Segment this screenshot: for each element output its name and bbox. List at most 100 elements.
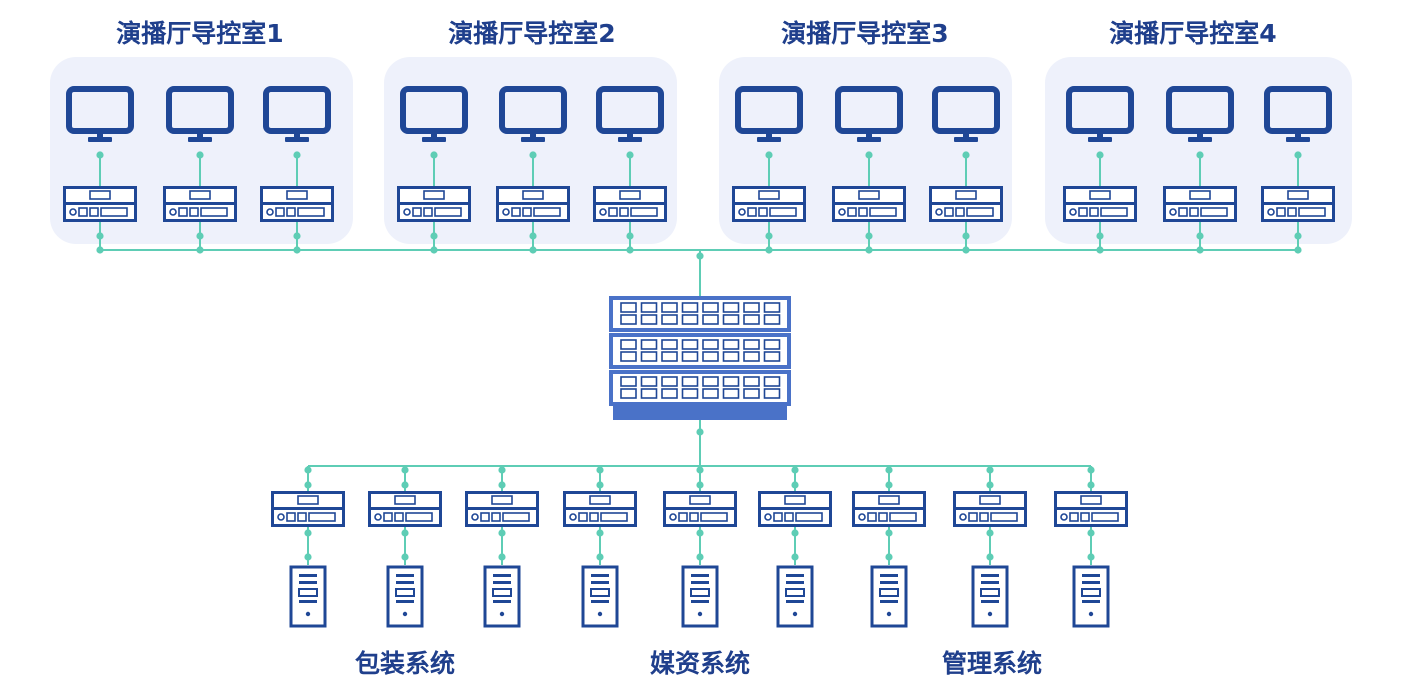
connector-dot <box>401 553 409 561</box>
monitor-icon <box>1166 86 1234 142</box>
connector-dot <box>791 481 799 489</box>
encoder-box-icon <box>593 186 667 222</box>
group-label-management: 管理系统 <box>942 649 1042 678</box>
connector-dot <box>196 232 204 240</box>
connector-dot <box>196 151 204 159</box>
server-tower-icon <box>386 565 424 628</box>
connector-dot <box>401 529 409 537</box>
encoder-box-icon <box>63 186 137 222</box>
connector-dot <box>962 151 970 159</box>
connector-dot <box>529 232 537 240</box>
connector-dot <box>293 151 301 159</box>
connector-dot <box>401 466 409 474</box>
connector-dot <box>1196 232 1204 240</box>
encoder-box-icon <box>271 491 345 527</box>
monitor-icon <box>166 86 234 142</box>
connector-dot <box>885 466 893 474</box>
group-label-packaging: 包装系统 <box>355 649 455 678</box>
connector-dot <box>626 151 634 159</box>
switch-rack-icon <box>609 296 791 420</box>
connector-dot <box>962 246 970 254</box>
encoder-box-icon <box>1261 186 1335 222</box>
connector-dot <box>430 232 438 240</box>
devices <box>63 86 1335 628</box>
connector-dot <box>865 246 873 254</box>
encoder-box-icon <box>1054 491 1128 527</box>
connector-dot <box>696 481 704 489</box>
connector-dot <box>1294 151 1302 159</box>
connector-dot <box>596 466 604 474</box>
monitor-icon <box>1066 86 1134 142</box>
room-title-1: 演播厅导控室1 <box>116 19 283 48</box>
connector-dot <box>1087 529 1095 537</box>
connector-dot <box>1196 246 1204 254</box>
connector-dot <box>696 529 704 537</box>
connector-dot <box>1196 151 1204 159</box>
connector-dot <box>304 553 312 561</box>
monitor-icon <box>263 86 331 142</box>
connector-dot <box>626 246 634 254</box>
connector-dot <box>986 466 994 474</box>
server-tower-icon <box>870 565 908 628</box>
connector-dot <box>96 232 104 240</box>
monitor-icon <box>66 86 134 142</box>
encoder-box-icon <box>953 491 1027 527</box>
connector-dot <box>885 529 893 537</box>
server-tower-icon <box>483 565 521 628</box>
monitor-icon <box>835 86 903 142</box>
monitor-icon <box>932 86 1000 142</box>
encoder-box-icon <box>465 491 539 527</box>
monitor-icon <box>1264 86 1332 142</box>
connector-dot <box>293 246 301 254</box>
connector-dot <box>885 553 893 561</box>
connector-dot <box>596 553 604 561</box>
connector-dot <box>293 232 301 240</box>
connector-dot <box>885 481 893 489</box>
encoder-box-icon <box>1063 186 1137 222</box>
connection-dots <box>96 151 1302 561</box>
connector-dot <box>1096 246 1104 254</box>
encoder-box-icon <box>832 186 906 222</box>
connector-dot <box>765 232 773 240</box>
connector-dot <box>696 553 704 561</box>
connector-dot <box>865 232 873 240</box>
connector-dot <box>498 466 506 474</box>
connector-dot <box>986 529 994 537</box>
connector-dot <box>304 481 312 489</box>
connector-dot <box>1096 151 1104 159</box>
connector-dot <box>765 246 773 254</box>
connector-dot <box>1096 232 1104 240</box>
encoder-box-icon <box>368 491 442 527</box>
connector-dot <box>696 466 704 474</box>
connector-dot <box>596 481 604 489</box>
group-label-media-assets: 媒资系统 <box>650 649 750 678</box>
encoder-box-icon <box>260 186 334 222</box>
connector-dot <box>986 553 994 561</box>
encoder-box-icon <box>397 186 471 222</box>
connector-dot <box>791 529 799 537</box>
monitor-icon <box>499 86 567 142</box>
connector-dot <box>865 151 873 159</box>
connector-dot <box>304 529 312 537</box>
connector-dot <box>696 428 704 436</box>
connector-dot <box>1087 481 1095 489</box>
connector-dot <box>596 529 604 537</box>
connector-dot <box>765 151 773 159</box>
connector-dot <box>498 529 506 537</box>
connector-dot <box>529 246 537 254</box>
room-title-2: 演播厅导控室2 <box>448 19 615 48</box>
connector-dot <box>791 466 799 474</box>
connector-dot <box>962 232 970 240</box>
connector-dot <box>96 151 104 159</box>
encoder-box-icon <box>929 186 1003 222</box>
room-title-4: 演播厅导控室4 <box>1109 19 1276 48</box>
encoder-box-icon <box>852 491 926 527</box>
room-title-3: 演播厅导控室3 <box>781 19 948 48</box>
encoder-box-icon <box>163 186 237 222</box>
connector-dot <box>626 232 634 240</box>
server-tower-icon <box>776 565 814 628</box>
server-tower-icon <box>289 565 327 628</box>
connector-dot <box>430 151 438 159</box>
connector-dot <box>498 481 506 489</box>
